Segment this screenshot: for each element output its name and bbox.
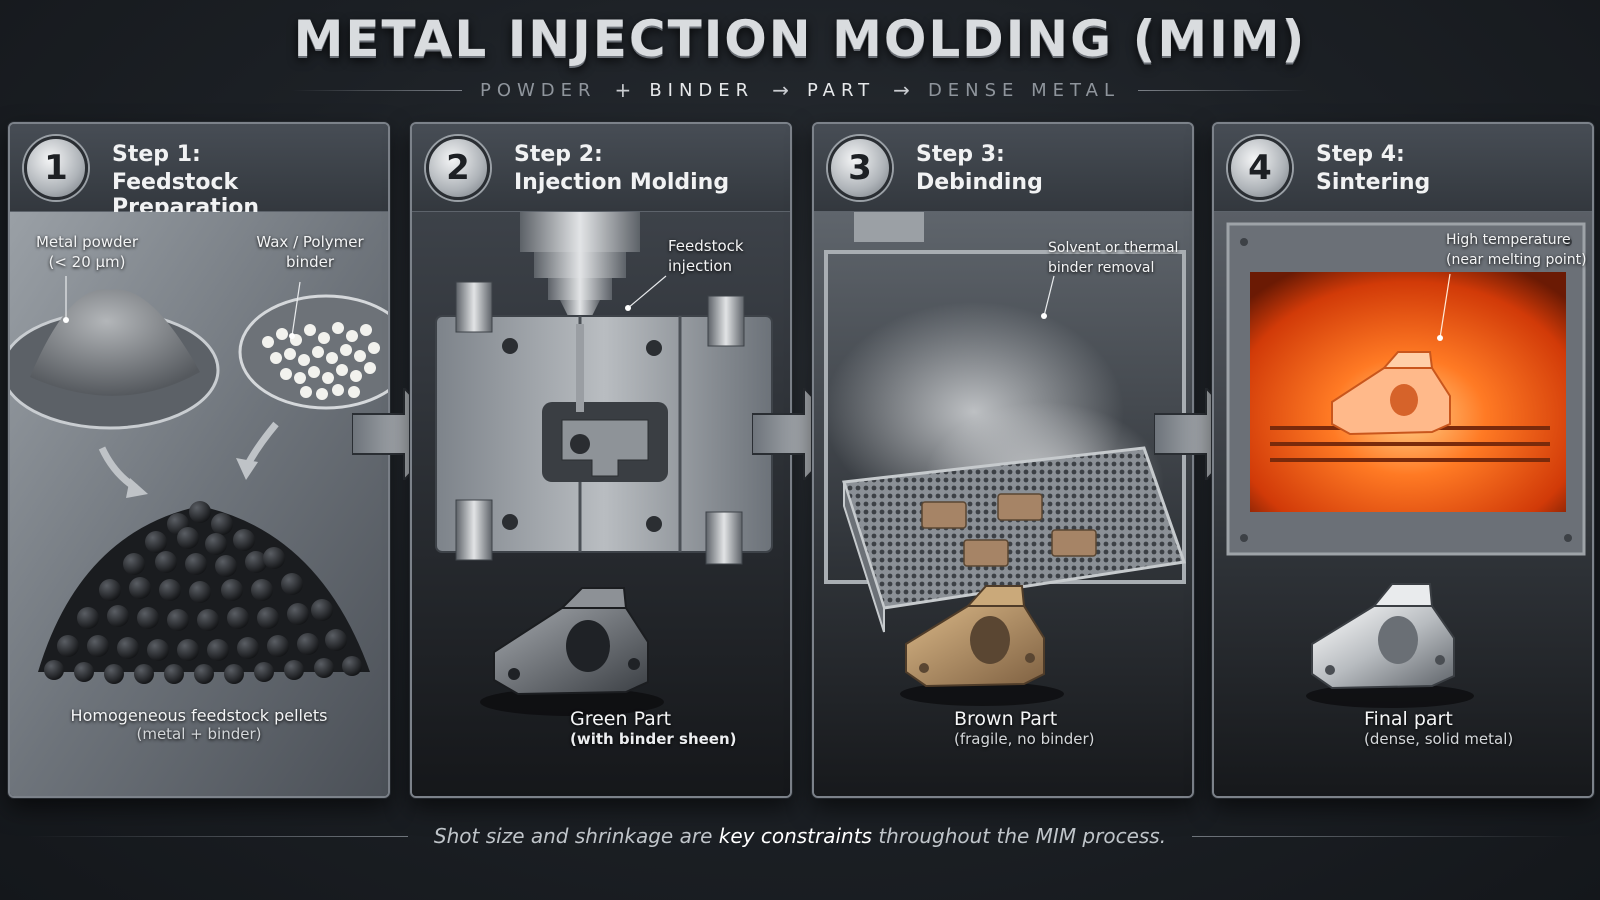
step-name-1: Feedstock Preparation <box>112 170 260 220</box>
step-name-4: Sintering <box>1316 170 1431 195</box>
step-panel-2: 2 Step 2: Injection Molding <box>410 122 792 798</box>
step-panel-3: 3 Step 3: Debinding <box>812 122 1194 798</box>
footer-emphasis: key constraints <box>718 824 872 848</box>
step-label-2: Step 2: <box>514 142 603 167</box>
subtitle-arrow-1: → <box>772 78 789 102</box>
note-high-temperature: High temperature (near melting point) <box>1446 232 1587 268</box>
sintering-scene: High temperature (near melting point) Fi… <box>1214 212 1592 796</box>
subtitle-powder: POWDER <box>479 79 597 101</box>
caption-step-4: Final part (dense, solid metal) <box>1364 708 1514 748</box>
step-label-1: Step 1: <box>112 142 201 167</box>
step-number-badge-4: 4 <box>1228 136 1292 200</box>
subtitle-binder: BINDER <box>649 79 755 101</box>
step-name-2: Injection Molding <box>514 170 730 195</box>
note-metal-powder: Metal powder (< 20 µm) <box>35 233 139 271</box>
step-number-badge-1: 1 <box>24 136 88 200</box>
feedstock-illustration <box>10 212 388 796</box>
subtitle-arrow-2: → <box>893 78 910 102</box>
subtitle-rule-left <box>291 89 462 91</box>
caption-step-2: Green Part (with binder sheen) <box>570 708 737 748</box>
feedstock-scene: Metal powder (< 20 µm) Wax / Polymer bin… <box>10 212 388 796</box>
subtitle-part: PART <box>806 79 876 101</box>
step-header-3: 3 Step 3: Debinding <box>814 124 1192 212</box>
step-number-badge-2: 2 <box>426 136 490 200</box>
step-panel-1: 1 Step 1: Feedstock Preparation <box>8 122 390 798</box>
footer-rule-right <box>1192 835 1573 837</box>
note-binder-removal: Solvent or thermal binder removal <box>1048 240 1179 276</box>
caption-step-1: Homogeneous feedstock pellets (metal + b… <box>70 706 328 743</box>
subtitle-rule-right <box>1138 89 1308 91</box>
debinding-illustration <box>814 212 1192 796</box>
subtitle-flow: POWDER + BINDER → PART → DENSE METAL <box>0 76 1600 104</box>
step-number-badge-3: 3 <box>828 136 892 200</box>
step-panel-4: 4 Step 4: Sintering <box>1212 122 1594 798</box>
step-label-3: Step 3: <box>916 142 1005 167</box>
sintering-illustration <box>1214 212 1592 796</box>
note-feedstock-injection: Feedstock injection <box>668 237 744 275</box>
caption-step-3: Brown Part (fragile, no binder) <box>954 708 1095 748</box>
step-header-4: 4 Step 4: Sintering <box>1214 124 1592 212</box>
footer: Shot size and shrinkage are key constrai… <box>0 820 1600 852</box>
footer-note: Shot size and shrinkage are key constrai… <box>433 824 1167 848</box>
injection-illustration <box>412 212 790 796</box>
step-header-1: 1 Step 1: Feedstock Preparation <box>10 124 388 220</box>
step-header-2: 2 Step 2: Injection Molding <box>412 124 790 212</box>
subtitle-plus: + <box>614 78 632 102</box>
footer-rule-left <box>27 835 408 837</box>
step-label-4: Step 4: <box>1316 142 1405 167</box>
injection-scene: Feedstock injection Green Part (with bin… <box>412 212 790 796</box>
debinding-scene: Solvent or thermal binder removal Brown … <box>814 212 1192 796</box>
page-title: METAL INJECTION MOLDING (MIM) <box>293 10 1307 68</box>
note-binder: Wax / Polymer binder <box>256 233 364 271</box>
subtitle-dense-metal: DENSE METAL <box>927 79 1120 101</box>
step-name-3: Debinding <box>916 170 1043 195</box>
